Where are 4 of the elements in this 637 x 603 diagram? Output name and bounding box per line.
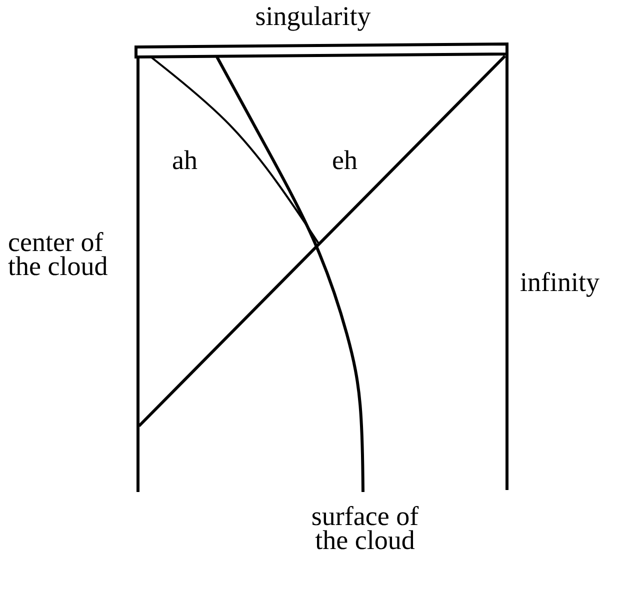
horizon-label: eh (332, 148, 358, 172)
surface-label: surface of the cloud (310, 504, 420, 552)
horizon-label: ah (172, 148, 198, 172)
axis-label: center of the cloud (8, 230, 109, 278)
